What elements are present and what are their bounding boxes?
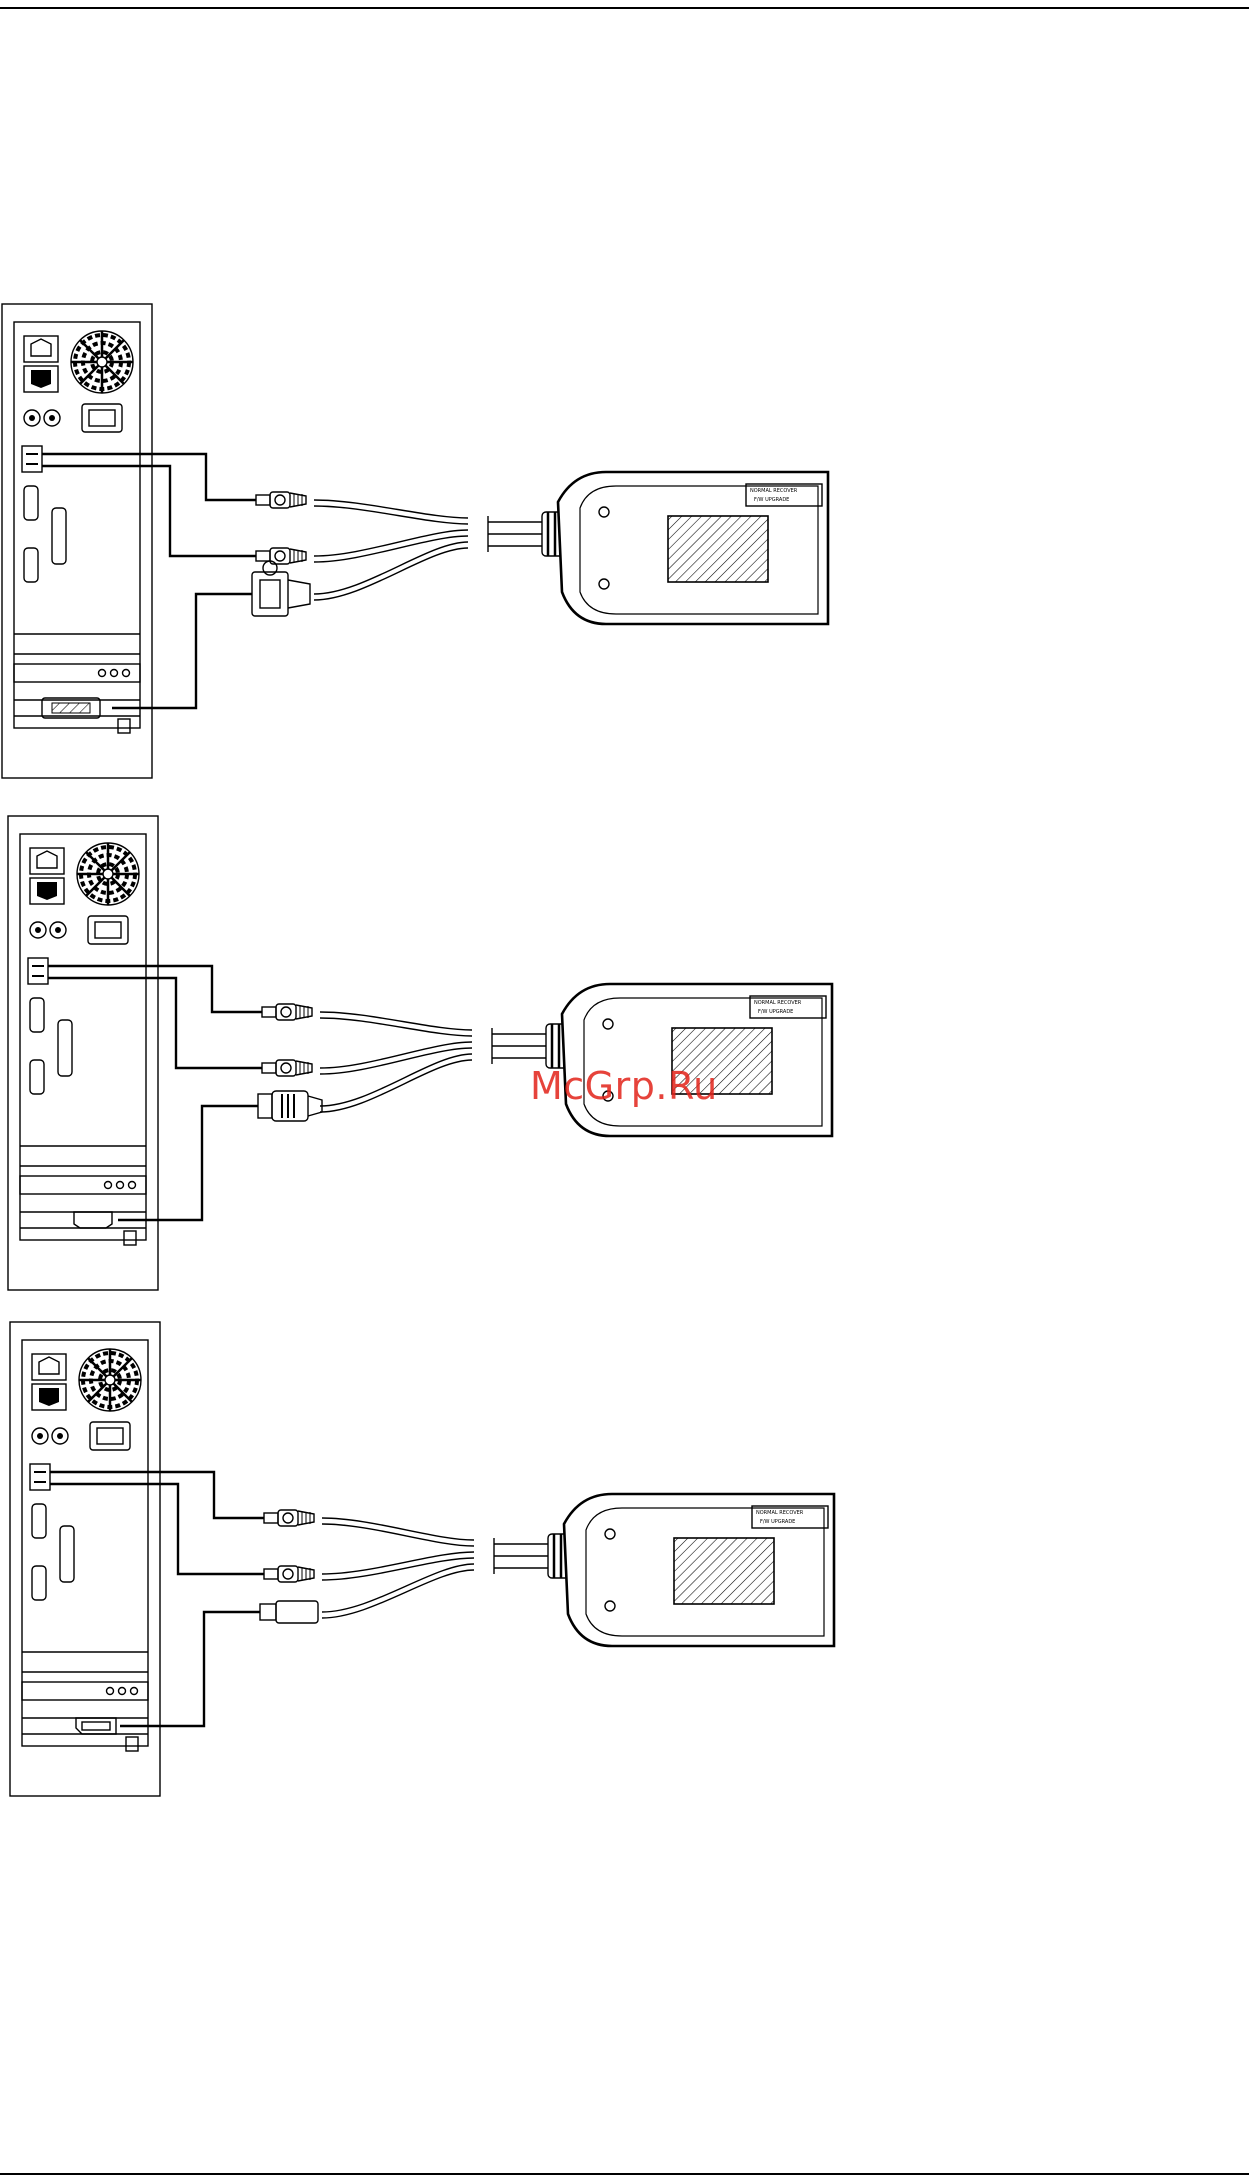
adapter-cable — [322, 1564, 474, 1612]
audio-slot — [22, 1682, 148, 1700]
usb-ports — [30, 1464, 50, 1490]
audio-jack — [105, 1182, 112, 1189]
lan-port — [126, 1737, 138, 1751]
adapter-cable — [320, 1048, 472, 1074]
diagram-dvi: NORMAL RECOVER F/W UPGRADE — [2, 304, 828, 778]
dvi-plug — [252, 561, 310, 616]
usb-plug — [262, 1004, 312, 1020]
parallel-port — [52, 508, 66, 564]
adapter-cable — [314, 536, 468, 562]
serial-port — [24, 486, 38, 520]
audio-jack — [129, 1182, 136, 1189]
usb-cable-2 — [50, 1484, 264, 1574]
diagram-displayport: NORMAL RECOVER F/W UPGRADE — [10, 1322, 834, 1796]
audio-jack — [123, 670, 130, 677]
lan-port — [124, 1231, 136, 1245]
dvi-port — [42, 698, 100, 718]
lan-port — [118, 719, 130, 733]
fan-icon — [77, 843, 139, 905]
label-normal-recover: NORMAL RECOVER — [754, 1000, 802, 1006]
audio-jack — [117, 1182, 124, 1189]
adapter-label-area — [674, 1538, 774, 1604]
hdmi-plug — [258, 1091, 322, 1121]
adapter-label-area — [668, 516, 768, 582]
diagram-hdmi: NORMAL RECOVER F/W UPGRADE — [8, 816, 832, 1290]
usb-plug — [264, 1510, 314, 1526]
usb-cable-1 — [48, 966, 262, 1012]
label-fw-upgrade: F/W UPGRADE — [758, 1009, 793, 1015]
label-normal-recover: NORMAL RECOVER — [756, 1510, 804, 1516]
fan-icon — [79, 1349, 141, 1411]
audio-jack — [111, 670, 118, 677]
usb-plug — [256, 492, 306, 508]
video-cable — [118, 1106, 258, 1220]
serial-port — [30, 1060, 44, 1094]
adapter-cable — [322, 1552, 474, 1574]
serial-port — [24, 548, 38, 582]
audio-jack — [107, 1688, 114, 1695]
label-fw-upgrade: F/W UPGRADE — [760, 1519, 795, 1525]
usb-plug — [262, 1060, 312, 1076]
audio-slot — [20, 1176, 146, 1194]
power-switch — [88, 916, 128, 944]
adapter-cable — [320, 1060, 472, 1112]
watermark-text: McGrp.Ru — [530, 1064, 718, 1108]
hdmi-port — [74, 1212, 112, 1228]
usb-cable-1 — [50, 1472, 264, 1518]
power-inlet — [24, 336, 58, 362]
adapter-cable — [322, 1518, 474, 1540]
audio-slot — [14, 664, 140, 682]
displayport-port — [76, 1718, 116, 1734]
kvm-adapter: NORMAL RECOVER F/W UPGRADE — [492, 984, 832, 1136]
serial-port — [32, 1566, 46, 1600]
kvm-adapter: NORMAL RECOVER F/W UPGRADE — [494, 1494, 834, 1646]
adapter-cable — [320, 1012, 472, 1030]
power-inlet — [32, 1354, 66, 1380]
usb-ports — [22, 446, 42, 472]
audio-jack — [119, 1688, 126, 1695]
usb-cable-2 — [48, 978, 262, 1068]
adapter-cable — [314, 548, 468, 600]
label-fw-upgrade: F/W UPGRADE — [754, 497, 789, 503]
video-cable — [120, 1612, 260, 1726]
power-switch — [82, 404, 122, 432]
adapter-cable — [322, 1570, 474, 1618]
usb-cable-1 — [42, 454, 256, 500]
audio-jack — [99, 670, 106, 677]
displayport-plug — [260, 1601, 318, 1623]
power-switch — [90, 1422, 130, 1450]
usb-cable-2 — [42, 466, 256, 556]
parallel-port — [60, 1526, 74, 1582]
adapter-cable — [322, 1524, 474, 1546]
power-inlet — [30, 848, 64, 874]
parallel-port — [58, 1020, 72, 1076]
kvm-adapter: NORMAL RECOVER F/W UPGRADE — [488, 472, 828, 624]
serial-port — [30, 998, 44, 1032]
adapter-cable — [314, 500, 468, 518]
fan-icon — [71, 331, 133, 393]
video-cable — [112, 594, 252, 708]
usb-plug — [264, 1566, 314, 1582]
usb-plug — [256, 548, 306, 564]
audio-jack — [131, 1688, 138, 1695]
label-normal-recover: NORMAL RECOVER — [750, 488, 798, 494]
serial-port — [32, 1504, 46, 1538]
usb-ports — [28, 958, 48, 984]
adapter-cable — [322, 1558, 474, 1580]
